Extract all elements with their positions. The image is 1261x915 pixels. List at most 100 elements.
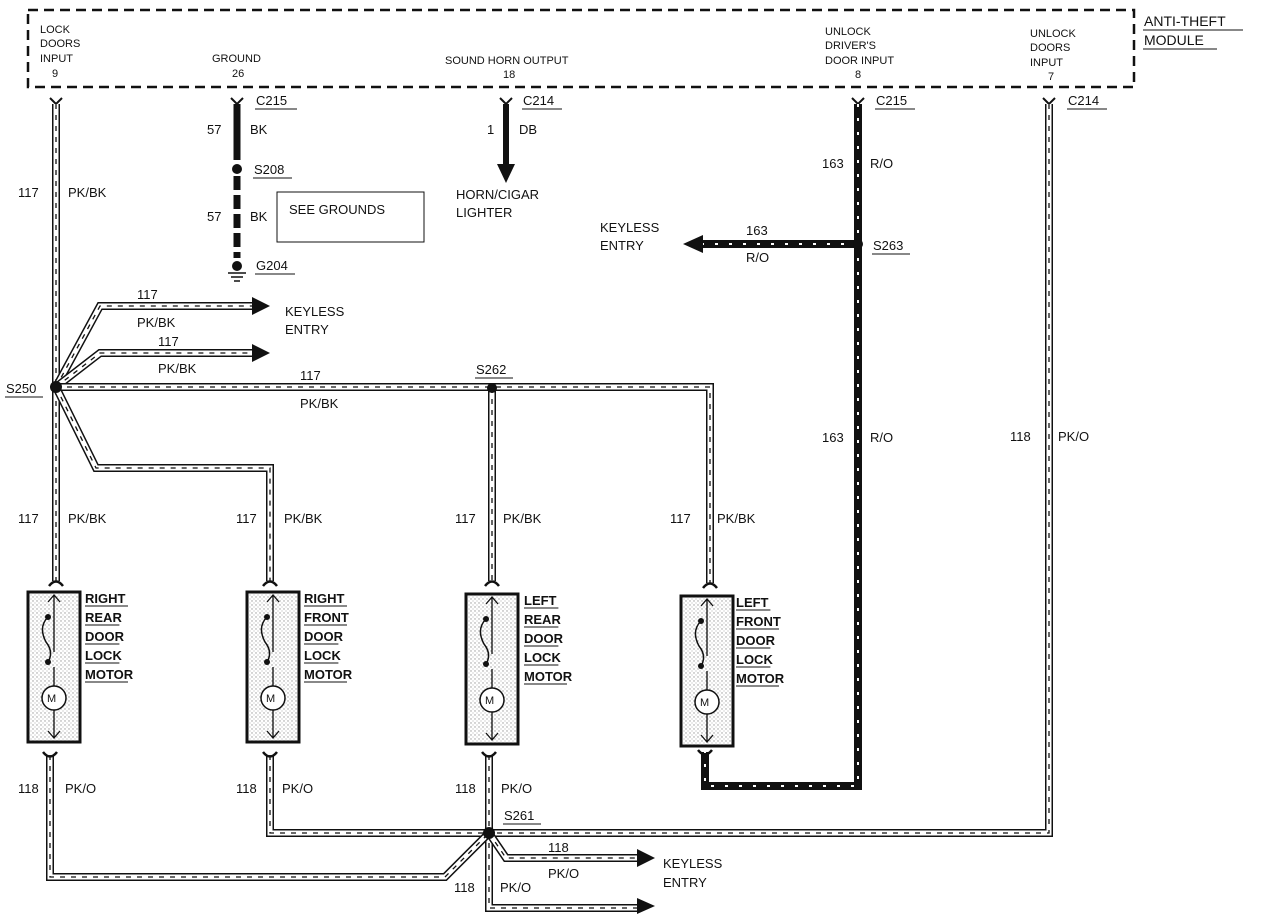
wire-117-pkbk [56, 383, 714, 583]
motor-label: REAR [524, 612, 561, 627]
wire-118-pko-tracer [49, 755, 490, 878]
arrow-icon [497, 164, 515, 183]
motor-label: DOOR [736, 633, 776, 648]
keyless-arrows-117 [252, 297, 270, 362]
connector-pin-icon [697, 749, 713, 756]
connector-labels: C215 C214 C215 C214 [255, 93, 1107, 110]
motor-symbol: M [47, 693, 56, 705]
arrow-icon [252, 297, 270, 315]
connector-pin-icon [481, 751, 497, 758]
door-lock-motor-right-front: RIGHT FRONT DOOR LOCK MOTOR M [245, 590, 353, 744]
wire-118-label: 118 [1010, 429, 1031, 444]
connector-pin-icon [262, 751, 278, 758]
pin-ground-label: GROUND [212, 53, 261, 65]
splice-s208-label: S208 [254, 162, 284, 177]
up-arrow-icon [47, 594, 61, 603]
wire-1-label: 1 [487, 122, 494, 137]
wire-117-pkbk-tracer [55, 386, 271, 581]
motor-body [245, 590, 301, 744]
down-arrow-icon [485, 712, 499, 741]
motor-label: MOTOR [304, 667, 353, 682]
wire-pkbk-label: PK/BK [68, 511, 107, 526]
down-arrow-icon [700, 714, 714, 743]
door-lock-motor-left-front: LEFT FRONT DOOR LOCK MOTOR M [679, 594, 785, 748]
motor-body [464, 592, 520, 746]
wire-pko-label: PK/O [1058, 429, 1089, 444]
motor-symbol: M [485, 695, 494, 707]
wire-pko-label: PK/O [65, 781, 96, 796]
connector-pin-icon [49, 97, 63, 106]
wire-pkbk-label: PK/BK [717, 511, 756, 526]
ground-circuit: S208 57 BK 57 BK SEE GROUNDS G204 [207, 104, 425, 282]
splice-s262-dot [487, 383, 497, 393]
wire-118-label: 118 [236, 781, 257, 796]
motor-label: LOCK [524, 650, 561, 665]
pin-sound-horn-label: SOUND HORN OUTPUT [445, 55, 569, 67]
pin-unlock-driver-label: DRIVER'S [825, 40, 876, 52]
wire-ro-label: R/O [870, 430, 893, 445]
wire-163-label: 163 [822, 156, 844, 171]
wire-117-label: 117 [158, 334, 179, 349]
keyless-entry-label: KEYLESS [663, 856, 723, 871]
motor-label: LOCK [304, 648, 341, 663]
wire-118-labels: 118 PK/O 118 PK/O 118 PK/O 118 PK/O 118 … [18, 429, 1089, 895]
connector-c214-label: C214 [523, 93, 554, 108]
wire-117-label: 117 [236, 511, 257, 526]
splice-s263-label: S263 [873, 238, 903, 253]
connector-c214-label: C214 [1068, 93, 1099, 108]
wire-pkbk-label: PK/BK [158, 361, 197, 376]
wire-117-pkbk-tracer [56, 386, 711, 583]
up-arrow-icon [266, 594, 280, 603]
connector-pin-icon [1042, 97, 1056, 106]
keyless-entry-label: ENTRY [285, 322, 329, 337]
wire-pkbk-label: PK/BK [68, 185, 107, 200]
splice-s263-dot [853, 239, 863, 249]
module-title: ANTI-THEFT [1144, 13, 1226, 29]
wire-117-pkbk-channel [53, 385, 273, 581]
splice-dots [50, 381, 497, 839]
connector-pin-icon [484, 580, 500, 587]
wire-db-label: DB [519, 122, 537, 137]
circuit-117-pkbk [52, 104, 714, 583]
wire-117-pkbk-tracer [55, 305, 252, 388]
wire-117-pkbk [52, 385, 274, 581]
down-arrow-icon [47, 710, 61, 739]
splice-s250-label: S250 [6, 381, 36, 396]
motor-body [26, 590, 82, 744]
wire-117-label: 117 [18, 185, 39, 200]
splice-s262-label: S262 [476, 362, 506, 377]
up-arrow-icon [485, 596, 499, 605]
switch-arm [694, 620, 705, 667]
keyless-entry-label: ENTRY [600, 238, 644, 253]
wire-117-label: 117 [670, 511, 691, 526]
wire-pkbk-label: PK/BK [137, 315, 176, 330]
see-grounds-box [276, 191, 425, 243]
wire-163-label: 163 [822, 430, 844, 445]
wire-118-pko-channel [486, 755, 637, 911]
pin-unlock-driver-number: 8 [855, 69, 861, 81]
wire-118-pko [489, 104, 1053, 837]
motor-label: MOTOR [85, 667, 134, 682]
motor-label: MOTOR [736, 671, 785, 686]
connector-pin-icon [48, 580, 64, 587]
pin-unlock-doors-label: DOORS [1030, 42, 1070, 54]
motor-label: REAR [85, 610, 122, 625]
pin-unlock-doors-number: 7 [1048, 71, 1054, 83]
wire-118-label: 118 [18, 781, 39, 796]
switch-arm [479, 618, 490, 665]
keyless-entry-label: KEYLESS [600, 220, 660, 235]
keyless-arrows-118 [637, 849, 655, 914]
wire-bk-label: BK [250, 209, 268, 224]
wire-57-label: 57 [207, 209, 221, 224]
driver-unlock-circuit: S263 163 R/O 163 R/O KEYLESS ENTRY 163 R… [600, 104, 910, 790]
wire-118-pko-tracer [269, 755, 489, 834]
motor-label: DOOR [85, 629, 125, 644]
connector-c215-label: C215 [256, 93, 287, 108]
see-grounds-label: SEE GROUNDS [289, 202, 385, 217]
motor-label: DOOR [304, 629, 344, 644]
pin-lock-doors-number: 9 [52, 68, 58, 80]
wire-117-pkbk-channel [56, 384, 713, 583]
pin-unlock-driver-label: DOOR INPUT [825, 55, 894, 67]
anti-theft-module: ANTI-THEFT MODULE LOCK DOORS INPUT 9 GRO… [26, 8, 1243, 89]
